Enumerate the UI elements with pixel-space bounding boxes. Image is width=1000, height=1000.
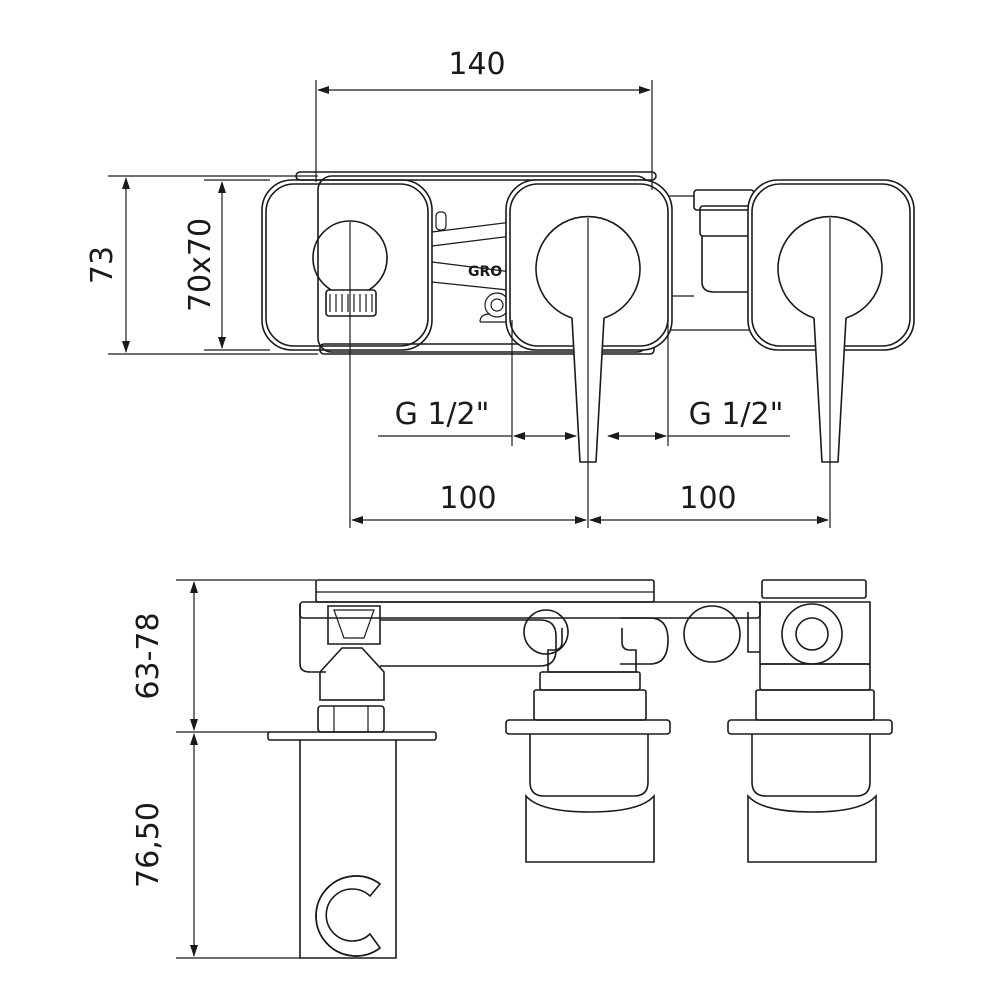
dimension-label-140: 140 [448,47,505,82]
dimension-outlet-projection: 76,50 [131,733,300,959]
front-view: GRO [85,47,915,528]
dimension-label-70x70: 70x70 [183,218,218,312]
cover-plate-right [761,579,867,599]
dimension-depth: 63-78 [131,579,316,733]
dimension-overall-height: 73 [85,175,318,355]
logo-text: GRO [468,264,502,280]
dimension-label-76-50: 76,50 [131,802,166,888]
cartridge-right [727,663,893,863]
dimension-spacing: 100 100 [351,481,829,524]
shower-outlet-plate [261,179,433,351]
dimension-overall-width: 140 [315,47,653,190]
cover-plate [315,579,655,603]
cartridge-left [505,628,671,863]
centre-lines [349,218,831,528]
shower-holder [267,731,437,959]
dimension-label-73: 73 [85,246,120,284]
mixer-lever-plate-left [505,179,673,463]
dimension-connection-left: G 1/2" [378,397,577,440]
dimension-label-100-right: 100 [679,481,736,516]
dimension-label-g12-right: G 1/2" [689,397,784,432]
valve-body [299,601,871,701]
plan-view: 63-78 76,50 [131,579,893,959]
dimension-label-100-left: 100 [439,481,496,516]
outlet-nut [317,699,385,733]
dimension-label-g12-left: G 1/2" [395,397,490,432]
dimension-plate-size: 70x70 [183,179,270,351]
dimension-connection-right: G 1/2" [607,397,790,440]
dimension-label-63-78: 63-78 [131,612,166,699]
